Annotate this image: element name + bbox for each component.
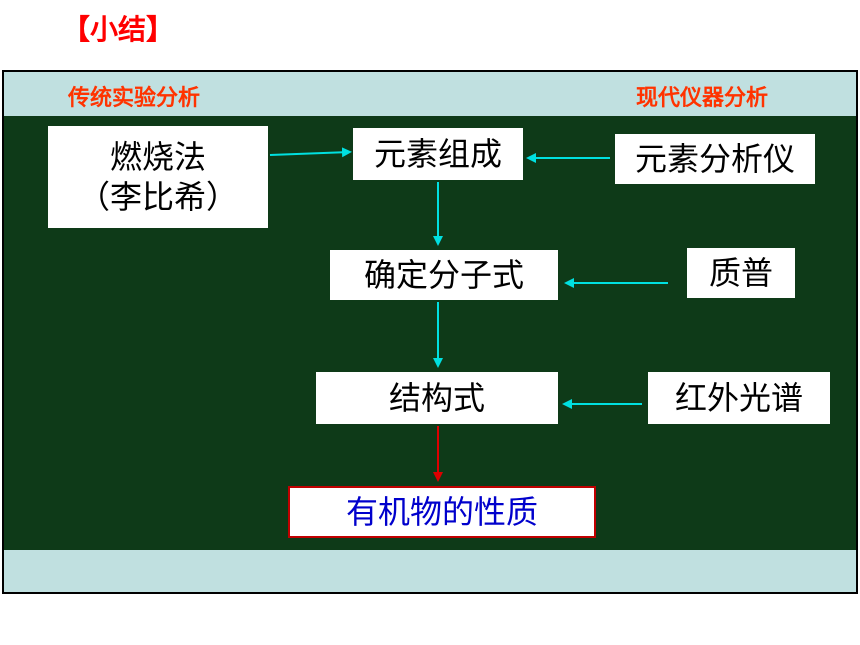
elemental-composition-label: 元素组成 (373, 135, 502, 173)
page-title: 【小结】 (62, 13, 175, 46)
traditional-analysis-label: 传统实验分析 (68, 86, 201, 111)
combustion-method-label: 燃烧法 (109, 138, 206, 176)
molecular-formula-label: 确定分子式 (363, 256, 524, 294)
header-band: 传统实验分析 现代仪器分析 (4, 72, 856, 116)
modern-analysis-label: 现代仪器分析 (636, 86, 769, 111)
arrow-combustion-to-composition (269, 147, 352, 158)
liebig-label: （李比希） (77, 178, 238, 216)
footer-band (4, 550, 856, 592)
infrared-spectrum-label: 红外光谱 (674, 379, 803, 417)
mass-spectrum-box: 质普 (687, 248, 795, 298)
elemental-composition-box: 元素组成 (353, 128, 523, 180)
elemental-analyzer-box: 元素分析仪 (615, 134, 815, 184)
organic-properties-box: 有机物的性质 (288, 486, 596, 538)
structural-formula-box: 结构式 (316, 372, 558, 424)
elemental-analyzer-label: 元素分析仪 (634, 140, 795, 178)
mass-spectrum-label: 质普 (708, 254, 773, 292)
molecular-formula-box: 确定分子式 (330, 250, 558, 300)
organic-properties-label: 有机物的性质 (345, 493, 538, 531)
infrared-spectrum-box: 红外光谱 (648, 372, 830, 424)
structural-formula-label: 结构式 (388, 379, 485, 417)
combustion-method-box: 燃烧法 （李比希） (48, 126, 268, 228)
